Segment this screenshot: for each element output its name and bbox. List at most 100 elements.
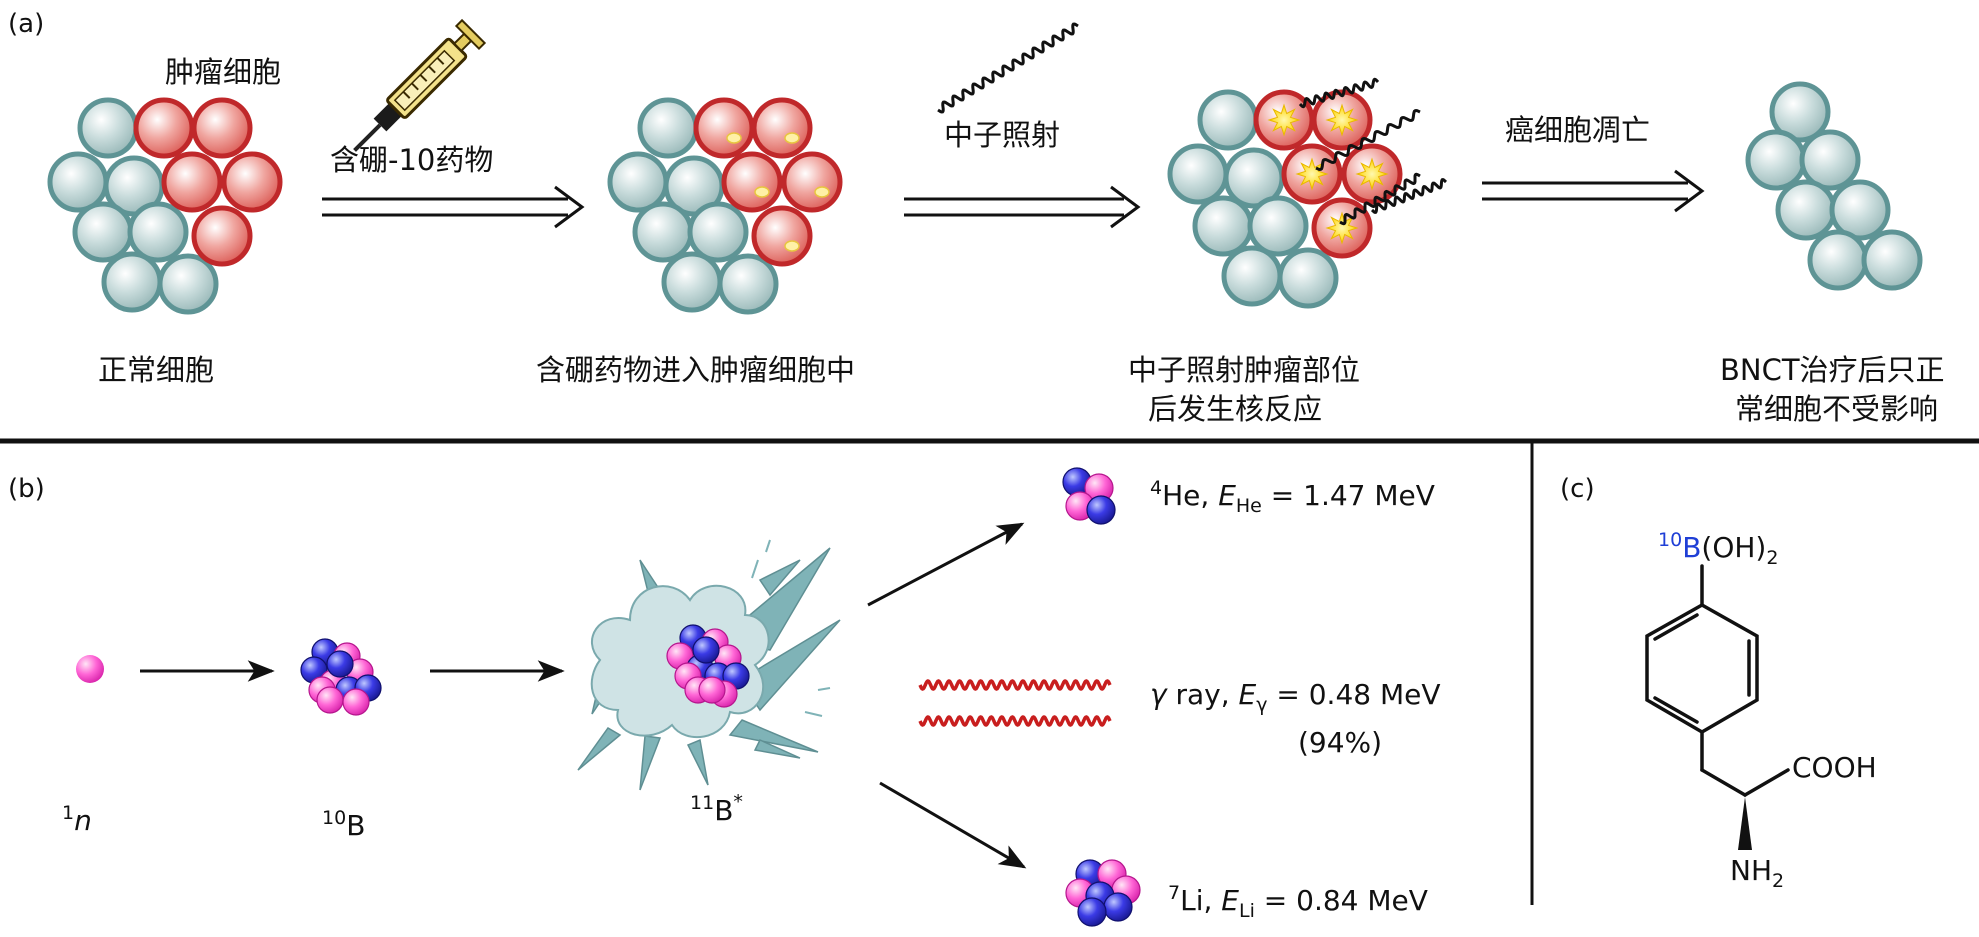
cluster4-normal-cell bbox=[1769, 81, 1831, 143]
cluster2-tumor-cell bbox=[781, 151, 843, 213]
boron-drug-label: 含硼-10药物 bbox=[330, 143, 493, 177]
boron-11-excited-nucleus bbox=[666, 624, 750, 708]
proton-ball bbox=[698, 676, 726, 704]
gamma-wave-icon bbox=[918, 679, 1112, 691]
cluster3-tumor-cell bbox=[1253, 89, 1315, 151]
cluster2-normal-cell bbox=[607, 151, 669, 213]
cluster1-normal-cell bbox=[47, 151, 109, 213]
neutron-beams bbox=[1298, 77, 1448, 226]
boron-10-nucleus bbox=[300, 638, 382, 716]
helium-energy-label: 4He, EHe = 1.47 MeV bbox=[1150, 477, 1435, 517]
cluster3-normal-cell bbox=[1192, 195, 1254, 257]
neutron-symbol: 1n bbox=[62, 802, 92, 837]
cluster4-normal-cell bbox=[1829, 179, 1891, 241]
lithium-7-nucleus bbox=[1065, 859, 1141, 927]
boronic-acid-label: 10B(OH)2 bbox=[1658, 529, 1778, 569]
panel-b-label: (b) bbox=[8, 474, 45, 504]
cell-cluster-after-treatment bbox=[1745, 81, 1923, 291]
cluster2-tumor-cell bbox=[721, 151, 783, 213]
arrow-lithium bbox=[879, 781, 1027, 869]
gamma-energy-label: γ ray, Eγ = 0.48 MeV bbox=[1150, 678, 1441, 716]
neutron-beam-wave bbox=[1298, 77, 1380, 109]
neutron-ball bbox=[326, 650, 354, 678]
caption-drug-enters: 含硼药物进入肿瘤细胞中 bbox=[536, 353, 855, 387]
cluster3-normal-cell bbox=[1197, 89, 1259, 151]
cluster3-tumor-cell bbox=[1311, 197, 1373, 259]
cluster1-normal-cell bbox=[127, 201, 189, 263]
gamma-wave-icon-2 bbox=[918, 715, 1112, 727]
cluster3-normal-cell bbox=[1277, 247, 1339, 309]
proton-ball bbox=[316, 686, 344, 714]
neutron-beam-wave bbox=[1339, 172, 1421, 226]
cluster1-normal-cell bbox=[101, 251, 163, 313]
panel-c-label: (c) bbox=[1560, 474, 1595, 504]
syringe-icon bbox=[353, 18, 487, 152]
cluster3-tumor-cell bbox=[1281, 143, 1343, 205]
cluster2-normal-cell bbox=[687, 201, 749, 263]
cluster3-normal-cell bbox=[1221, 245, 1283, 307]
cluster1-tumor-cell bbox=[133, 97, 195, 159]
reaction-flash-icon bbox=[1325, 211, 1359, 245]
cluster1-tumor-cell bbox=[221, 151, 283, 213]
proton-ball bbox=[342, 688, 370, 716]
cluster4-normal-cell bbox=[1745, 129, 1807, 191]
helium-4-nucleus bbox=[1062, 467, 1116, 525]
caption-after-line1: BNCT治疗后只正 bbox=[1720, 353, 1945, 387]
gamma-branch-label: (94%) bbox=[1298, 726, 1382, 759]
cluster2-normal-cell bbox=[661, 251, 723, 313]
cell-cluster-reaction bbox=[1167, 89, 1403, 309]
cluster3-normal-cell bbox=[1247, 195, 1309, 257]
cluster3-normal-cell bbox=[1167, 143, 1229, 205]
cluster4-normal-cell bbox=[1807, 229, 1869, 291]
cluster2-normal-cell bbox=[632, 201, 694, 263]
cell-cluster-drug-loaded bbox=[607, 97, 843, 315]
double-arrow-2 bbox=[904, 185, 1141, 229]
arrow-helium bbox=[867, 522, 1025, 607]
caption-after-line2: 常细胞不受影响 bbox=[1735, 392, 1938, 426]
cluster1-tumor-cell bbox=[191, 205, 253, 267]
boron-11-symbol: 11B* bbox=[690, 791, 743, 827]
lithium-energy-label: 7Li, ELi = 0.84 MeV bbox=[1168, 882, 1428, 922]
cluster2-normal-cell bbox=[637, 97, 699, 159]
cluster2-normal-cell bbox=[717, 253, 779, 315]
neutron-beam-wave bbox=[1370, 178, 1448, 214]
cluster2-tumor-cell bbox=[693, 97, 755, 159]
cluster4-normal-cell bbox=[1861, 229, 1923, 291]
reaction-flash-icon bbox=[1325, 103, 1359, 137]
panel-a-label: (a) bbox=[8, 9, 44, 39]
double-arrow-1 bbox=[322, 185, 585, 229]
cluster4-normal-cell bbox=[1775, 179, 1837, 241]
boron-10-symbol: 10B bbox=[322, 807, 365, 842]
cluster2-tumor-cell bbox=[751, 205, 813, 267]
carboxyl-label: COOH bbox=[1792, 751, 1877, 784]
apoptosis-label: 癌细胞凋亡 bbox=[1505, 113, 1650, 147]
caption-reaction-line1: 中子照射肿瘤部位 bbox=[1128, 353, 1360, 387]
neutron-ball bbox=[1077, 897, 1107, 927]
reaction-flash-icon bbox=[1295, 157, 1329, 191]
cell-cluster-initial bbox=[47, 97, 283, 315]
cluster1-normal-cell bbox=[157, 253, 219, 315]
tumor-cells-label: 肿瘤细胞 bbox=[165, 55, 281, 89]
cluster1-tumor-cell bbox=[191, 97, 253, 159]
cluster1-tumor-cell bbox=[161, 151, 223, 213]
amine-label: NH2 bbox=[1730, 854, 1784, 892]
neutron-ball bbox=[1103, 892, 1133, 922]
cluster3-tumor-cell bbox=[1311, 89, 1373, 151]
reaction-flash-icon bbox=[1267, 103, 1301, 137]
neutron-ball bbox=[692, 636, 720, 664]
neutron-irradiation-label: 中子照射 bbox=[944, 118, 1060, 152]
wedge-bond bbox=[1738, 797, 1752, 850]
double-arrow-3 bbox=[1482, 169, 1705, 213]
bpa-structure bbox=[1645, 564, 1790, 797]
caption-reaction-line2: 后发生核反应 bbox=[1148, 392, 1322, 426]
neutron-particle bbox=[76, 655, 104, 683]
neutron-wave-icon bbox=[937, 22, 1079, 114]
cluster3-tumor-cell bbox=[1341, 143, 1403, 205]
cluster2-tumor-cell bbox=[751, 97, 813, 159]
neutron-beam-wave bbox=[1315, 108, 1421, 172]
cluster1-normal-cell bbox=[77, 97, 139, 159]
caption-normal-cells: 正常细胞 bbox=[98, 353, 214, 387]
neutron-ball bbox=[1086, 495, 1116, 525]
